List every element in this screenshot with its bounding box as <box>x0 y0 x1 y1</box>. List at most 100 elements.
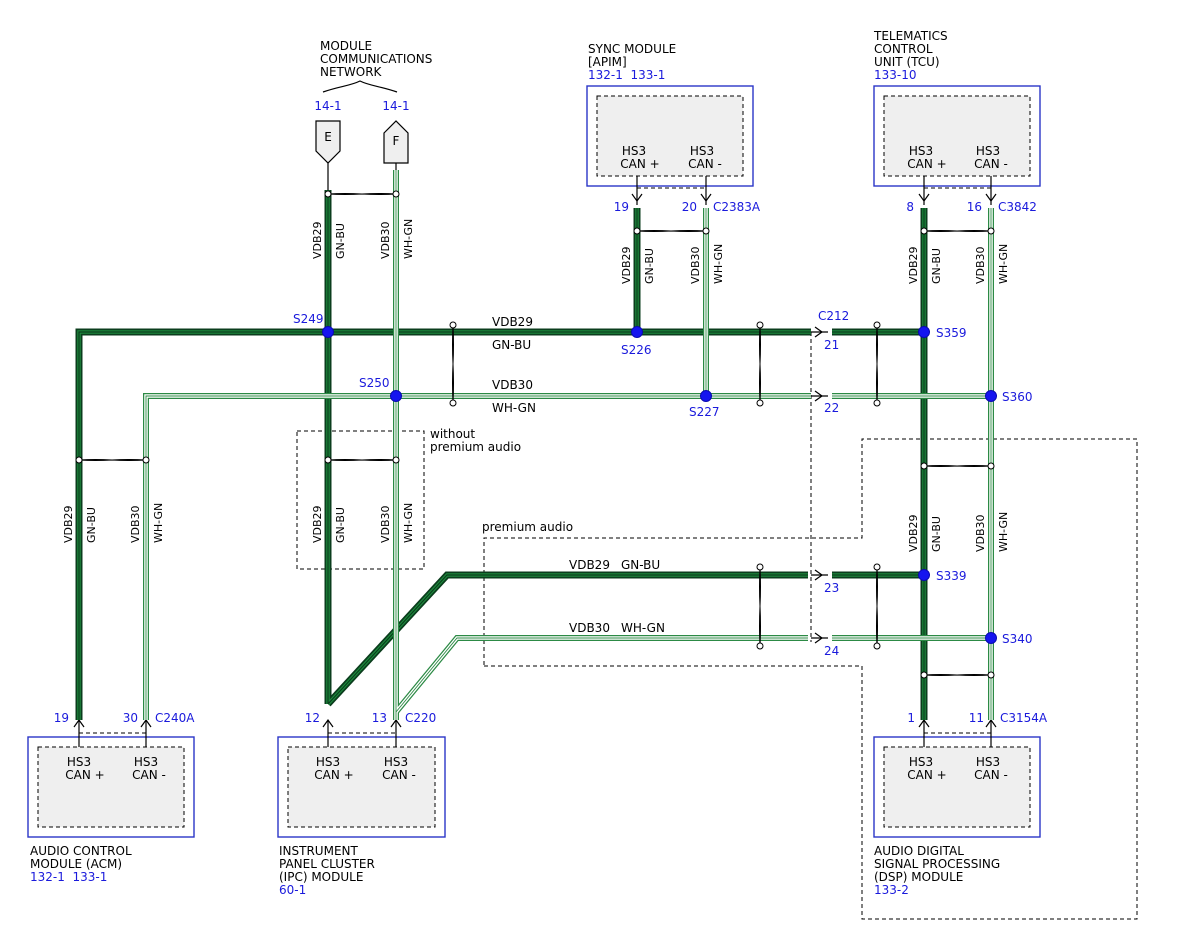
wire-label-vdb30: VDB30 <box>379 221 392 259</box>
dsp-pin-a-signal: CAN + <box>907 768 946 782</box>
acm-pin-a-number: 19 <box>54 711 69 725</box>
acm-pin-a-signal: CAN + <box>65 768 104 782</box>
tcu-pin-a-number: 8 <box>906 200 914 214</box>
tcu-pin-a-signal: CAN + <box>907 157 946 171</box>
sync-title-line2: [APIM] <box>588 55 627 69</box>
wire-label-vdb29: VDB29 <box>311 221 324 259</box>
c212-pin-23: 23 <box>824 581 839 595</box>
mcn-title-line3: NETWORK <box>320 65 383 79</box>
vertical-wire-labels: VDB29 GN-BU VDB30 WH-GN VDB29 GN-BU VDB3… <box>62 219 1010 552</box>
sync-pin-a-signal: CAN + <box>620 157 659 171</box>
wire-label-whgn: WH-GN <box>712 244 725 284</box>
ipc-title-line2: PANEL CLUSTER <box>279 857 375 871</box>
wire-label-vdb29: VDB29 <box>907 246 920 284</box>
premium-audio-note: premium audio <box>482 520 573 534</box>
dsp-title-line3: (DSP) MODULE <box>874 870 963 884</box>
ipc-refs: 60-1 <box>279 883 306 897</box>
tcu-refs: 133-10 <box>874 68 917 82</box>
ipc-title-line3: (IPC) MODULE <box>279 870 363 884</box>
splice-label: S339 <box>936 569 967 583</box>
wire-label-whgn: WH-GN <box>402 503 415 543</box>
mcn-title-line1: MODULE <box>320 39 372 53</box>
c212-pin-24: 24 <box>824 644 839 658</box>
splice-s359-dot <box>918 326 930 338</box>
splice-label: S340 <box>1002 632 1033 646</box>
sync-pin-b-signal: CAN - <box>688 157 722 171</box>
acm-connector: C240A <box>155 711 195 725</box>
wh-gn-wires <box>143 170 994 720</box>
wire-label-whgn: WH-GN <box>492 401 536 415</box>
connector-f-label: F <box>393 134 400 148</box>
acm-pin-a-name: HS3 <box>67 755 91 769</box>
wire-label-vdb30: VDB30 <box>569 621 610 635</box>
ipc-title-line1: INSTRUMENT <box>279 844 358 858</box>
ipc-pin-b-signal: CAN - <box>382 768 416 782</box>
sync-module <box>586 85 754 187</box>
sync-pin-b-name: HS3 <box>690 144 714 158</box>
sync-refs: 132-1 133-1 <box>588 68 665 82</box>
splice-s249-dot <box>322 326 334 338</box>
splice-s226-dot <box>631 326 643 338</box>
connector-e-icon <box>315 120 341 164</box>
dsp-pin-b-number: 11 <box>969 711 984 725</box>
wire-label-gnbu: GN-BU <box>930 516 943 552</box>
tcu-title-line2: CONTROL <box>874 42 933 56</box>
dsp-title-line1: AUDIO DIGITAL <box>874 844 964 858</box>
dsp-pin-b-name: HS3 <box>976 755 1000 769</box>
splice-label: S227 <box>689 405 720 419</box>
pin-dashed-links <box>79 187 991 734</box>
tcu-title-line3: UNIT (TCU) <box>874 55 940 69</box>
wire-label-gnbu: GN-BU <box>930 248 943 284</box>
dsp-module <box>873 736 1041 838</box>
ipc-connector: C220 <box>405 711 436 725</box>
premium-audio-region <box>483 438 1138 920</box>
wire-label-vdb29: VDB29 <box>907 514 920 552</box>
acm-title-line2: MODULE (ACM) <box>30 857 122 871</box>
ipc-pin-b-number: 13 <box>372 711 387 725</box>
wire-label-vdb30: VDB30 <box>974 514 987 552</box>
splice-s339-dot <box>918 569 930 581</box>
splice-label: S359 <box>936 326 967 340</box>
dsp-pin-b-signal: CAN - <box>974 768 1008 782</box>
ipc-module <box>277 736 446 838</box>
dsp-pin-a-number: 1 <box>907 711 915 725</box>
sync-pin-a-name: HS3 <box>622 144 646 158</box>
splice-s250-dot <box>390 390 402 402</box>
splice-label: S226 <box>621 343 652 357</box>
connector-e-ref: 14-1 <box>314 99 341 113</box>
wire-label-whgn: WH-GN <box>997 244 1010 284</box>
acm-module <box>27 736 195 838</box>
pin-arrows <box>73 193 997 728</box>
tcu-module <box>873 85 1041 187</box>
wire-label-whgn: WH-GN <box>621 621 665 635</box>
splice-s360-dot <box>985 390 997 402</box>
mcn-title-line2: COMMUNICATIONS <box>320 52 432 66</box>
wire-label-gnbu: GN-BU <box>621 558 660 572</box>
wire-label-gnbu: GN-BU <box>85 507 98 543</box>
connector-e-label: E <box>324 130 332 144</box>
wire-label-vdb30: VDB30 <box>974 246 987 284</box>
acm-title-line1: AUDIO CONTROL <box>30 844 132 858</box>
tcu-pin-b-name: HS3 <box>976 144 1000 158</box>
splice-labels: S249 S250 S226 S227 S359 S360 S339 S340 <box>293 312 1033 646</box>
wire-label-vdb29: VDB29 <box>311 505 324 543</box>
wire-label-gnbu: GN-BU <box>334 223 347 259</box>
tcu-title-line1: TELEMATICS <box>873 29 948 43</box>
wire-label-vdb30: VDB30 <box>689 246 702 284</box>
stub-wires <box>78 163 992 747</box>
wire-label-whgn: WH-GN <box>402 219 415 259</box>
without-premium-audio-region <box>296 430 425 570</box>
wire-label-vdb30: VDB30 <box>379 505 392 543</box>
sync-title-line1: SYNC MODULE <box>588 42 676 56</box>
tcu-connector: C3842 <box>998 200 1037 214</box>
tcu-pin-b-number: 16 <box>967 200 982 214</box>
c212-label: C212 <box>818 309 849 323</box>
splice-s340-dot <box>985 632 997 644</box>
sync-pin-a-number: 19 <box>614 200 629 214</box>
connector-f-ref: 14-1 <box>382 99 409 113</box>
dsp-connector: C3154A <box>1000 711 1048 725</box>
splice-label: S360 <box>1002 390 1033 404</box>
dsp-title-line2: SIGNAL PROCESSING <box>874 857 1000 871</box>
without-premium-note-line1: without <box>430 427 475 441</box>
